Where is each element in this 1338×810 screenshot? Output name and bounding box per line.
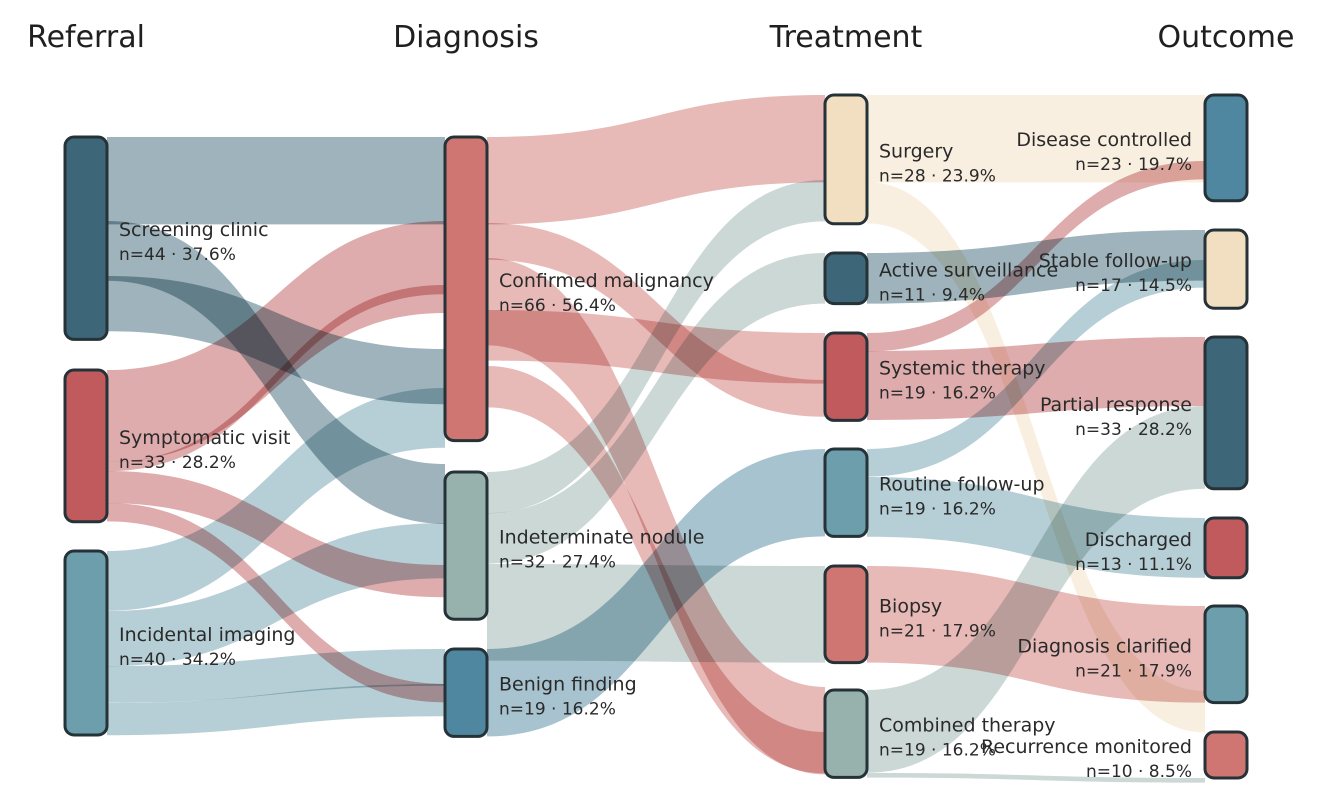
flow-malignancy-to-surgery[interactable] [487,95,825,225]
node-label-partial: Partial response [1040,394,1192,416]
node-active[interactable] [823,251,869,306]
node-count-stable: n=17 · 14.5% [1075,276,1192,296]
node-routine[interactable] [823,447,869,538]
node-count-benign: n=19 · 16.2% [499,700,616,720]
node-count-systemic: n=19 · 16.2% [879,384,996,404]
flow-incidental-to-indeterminate[interactable] [107,523,445,667]
node-surgery[interactable] [823,93,869,226]
stage-title-treatment: Treatment [769,20,923,55]
node-label-malignancy: Confirmed malignancy [499,270,714,292]
flow-layer [107,95,1205,783]
node-label-recurrence: Recurrence monitored [981,736,1192,758]
node-count-incidental: n=40 · 34.2% [119,650,236,670]
flow-incidental-to-benign[interactable] [107,684,445,736]
node-label-incidental: Incidental imaging [119,624,295,646]
node-discharged[interactable] [1203,516,1249,580]
node-label-combined: Combined therapy [879,715,1056,737]
node-combined[interactable] [823,688,869,779]
node-count-biopsy: n=21 · 17.9% [879,621,996,641]
node-label-systemic: Systemic therapy [879,358,1046,380]
node-controlled[interactable] [1203,93,1249,203]
node-count-active: n=11 · 9.4% [879,285,985,305]
flow-incidental-to-benign[interactable] [107,649,445,703]
node-count-surgery: n=28 · 23.9% [879,166,996,186]
node-clarified[interactable] [1203,604,1249,705]
node-stable[interactable] [1203,228,1249,310]
node-label-biopsy: Biopsy [879,595,942,617]
flow-surgery-to-recurrence[interactable] [867,182,1205,733]
flow-benign-to-routine[interactable] [487,449,825,695]
node-symptomatic[interactable] [63,368,109,524]
flow-incidental-to-malignancy[interactable] [107,388,445,611]
flow-combined-to-recurrence[interactable] [867,773,1205,783]
node-biopsy[interactable] [823,564,869,665]
node-indeterminate[interactable] [443,470,489,621]
node-count-discharged: n=13 · 11.1% [1075,555,1192,575]
node-label-benign: Benign finding [499,674,637,696]
node-systemic[interactable] [823,331,869,422]
node-partial[interactable] [1203,335,1249,491]
node-layer [63,93,1249,780]
node-label-stable: Stable follow-up [1039,250,1192,272]
node-screening[interactable] [63,135,109,341]
node-count-controlled: n=23 · 19.7% [1075,155,1192,175]
node-label-screening: Screening clinic [119,219,269,241]
node-count-clarified: n=21 · 17.9% [1075,661,1192,681]
node-count-malignancy: n=66 · 56.4% [499,296,616,316]
flow-indeterminate-to-active[interactable] [487,253,825,564]
node-count-recurrence: n=10 · 8.5% [1086,762,1192,782]
node-label-symptomatic: Symptomatic visit [119,427,290,449]
stage-title-referral: Referral [27,20,145,55]
flow-symptomatic-to-malignancy[interactable] [107,285,445,472]
node-recurrence[interactable] [1203,730,1249,780]
stage-title-outcome: Outcome [1158,20,1295,55]
node-label-routine: Routine follow-up [879,474,1045,496]
flow-combined-to-partial[interactable] [867,406,1205,773]
node-label-controlled: Disease controlled [1016,129,1192,151]
label-layer: Screening clinic n=44 · 37.6% Symptomatic … [119,129,1192,782]
node-count-indeterminate: n=32 · 27.4% [499,553,616,573]
flow-screening-to-malignancy[interactable] [107,137,445,225]
node-label-active: Active surveillance [879,259,1058,281]
flow-benign-to-routine[interactable] [487,495,825,737]
flow-routine-to-discharged[interactable] [867,477,1205,578]
node-count-screening: n=44 · 37.6% [119,245,236,265]
node-incidental[interactable] [63,549,109,737]
flow-symptomatic-to-malignancy[interactable] [107,221,445,462]
flow-surgery-to-controlled[interactable] [867,95,1205,183]
flow-routine-to-stable[interactable] [867,260,1205,477]
flow-systemic-to-controlled[interactable] [867,161,1205,352]
flow-active-to-stable[interactable] [867,230,1205,304]
node-label-clarified: Diagnosis clarified [1017,635,1192,657]
node-label-surgery: Surgery [879,140,953,162]
node-count-symptomatic: n=33 · 28.2% [119,453,236,473]
flow-indeterminate-to-surgery[interactable] [487,180,825,514]
stage-title-diagnosis: Diagnosis [393,20,539,55]
node-count-partial: n=33 · 28.2% [1075,420,1192,440]
node-label-indeterminate: Indeterminate nodule [499,527,704,549]
node-benign[interactable] [443,647,489,738]
node-count-routine: n=19 · 16.2% [879,500,996,520]
node-label-discharged: Discharged [1085,529,1192,551]
node-count-combined: n=19 · 16.2% [879,741,996,761]
node-malignancy[interactable] [443,135,489,443]
flow-biopsy-to-clarified[interactable] [867,566,1205,703]
